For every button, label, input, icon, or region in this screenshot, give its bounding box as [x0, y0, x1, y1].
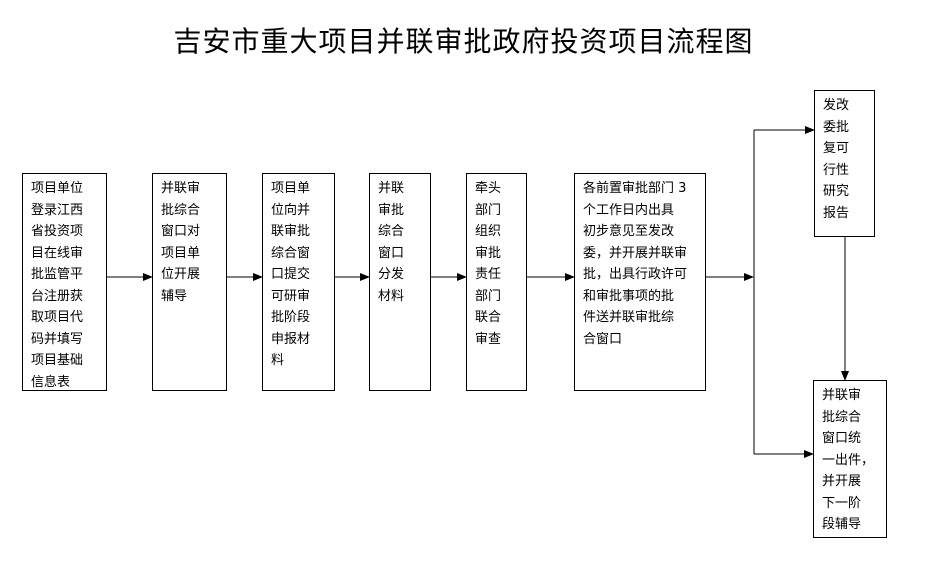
step1-box: 项目单位 登录江西 省投资项 目在线审 批监管平 台注册获 取项目代 码并填写 …: [22, 173, 107, 391]
step4-box: 并联 审批 综合 窗口 分发 材料: [369, 173, 431, 391]
step3-box: 项目单 位向并 联审批 综合窗 口提交 可研审 批阶段 申报材 料: [262, 173, 335, 391]
step6-box: 各前置审批部门 3 个工作日内出具 初步意见至发改 委，并开展并联审 批，出具行…: [574, 173, 706, 391]
step8-box: 并联审 批综合 窗口统 一出件， 并开展 下一阶 段辅导: [813, 380, 887, 538]
step2-box: 并联审 批综合 窗口对 项目单 位开展 辅导: [152, 173, 227, 391]
diagram-title: 吉安市重大项目并联审批政府投资项目流程图: [173, 25, 754, 58]
step5-box: 牵头 部门 组织 审批 责任 部门 联合 审查: [466, 173, 527, 391]
step7-box: 发改 委批 复可 行性 研究 报告: [814, 90, 875, 237]
